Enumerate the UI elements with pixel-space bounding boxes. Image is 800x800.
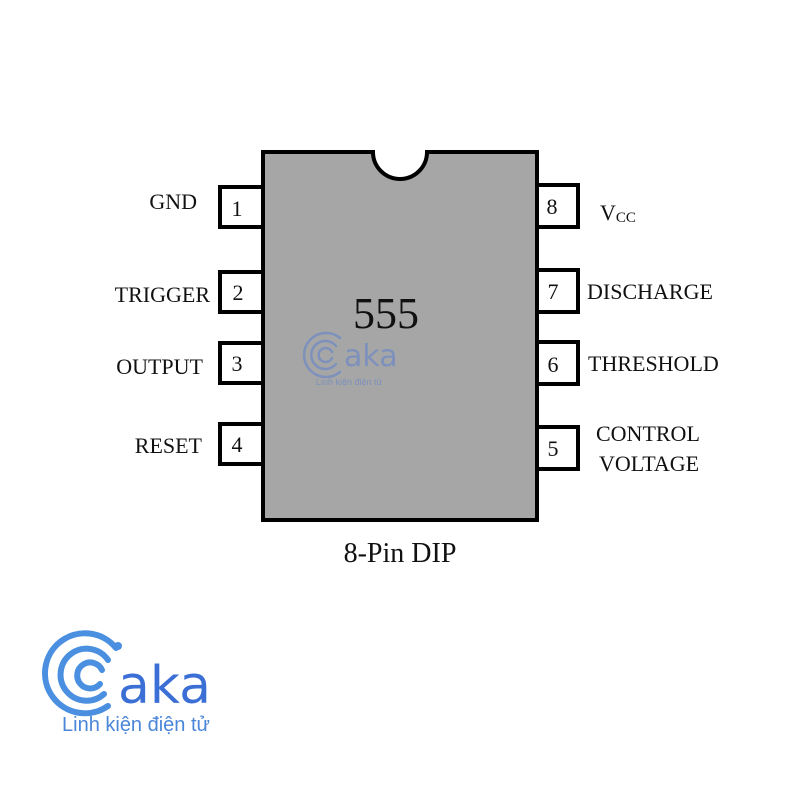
pin-8-lead — [535, 183, 580, 229]
pin-2-label: TRIGGER — [115, 282, 211, 307]
pin-7-number: 7 — [548, 279, 559, 304]
pin-4-lead — [218, 422, 265, 466]
chip-body — [261, 150, 539, 522]
watermark-word: aka — [344, 339, 398, 374]
logo-tagline: Linh kiện điện tử — [62, 714, 210, 736]
pin-3-number: 3 — [232, 351, 243, 376]
pin-5-number: 5 — [548, 436, 559, 461]
pin-8-label: VCC — [600, 200, 636, 226]
pin-4-label: RESET — [135, 433, 203, 458]
pin-6-number: 6 — [548, 352, 559, 377]
watermark-logo-icon — [302, 331, 342, 379]
pin-4-number: 4 — [232, 432, 243, 457]
pin-6-label: THRESHOLD — [588, 351, 719, 376]
pin-1-label: GND — [149, 189, 197, 214]
pin-7: 7 DISCHARGE — [535, 268, 713, 314]
pin-1: 1 GND — [149, 185, 265, 229]
pin-5-lead — [535, 425, 580, 471]
pin-2: 2 TRIGGER — [115, 270, 265, 314]
pin-3: 3 OUTPUT — [116, 341, 265, 385]
pin-5: 5 CONTROL VOLTAGE — [535, 421, 700, 476]
pin-7-lead — [535, 268, 580, 314]
pin-3-lead — [218, 341, 265, 385]
pin-6-lead — [535, 340, 580, 386]
package-label: 8-Pin DIP — [344, 538, 457, 569]
pin-2-number: 2 — [233, 280, 244, 305]
pin-2-lead — [218, 270, 265, 314]
pin-8-number: 8 — [547, 194, 558, 219]
pin-6: 6 THRESHOLD — [535, 340, 719, 386]
watermark-tagline: Linh kiện điện tử — [316, 377, 383, 387]
pin-5-label-line2: VOLTAGE — [599, 451, 699, 476]
wifi-c-logo-icon — [42, 630, 119, 717]
pin-4: 4 RESET — [135, 422, 265, 466]
pin-1-number: 1 — [232, 196, 243, 221]
chip-name: 555 — [353, 289, 419, 338]
pin-1-lead — [218, 185, 265, 229]
pin-8: 8 VCC — [535, 183, 636, 229]
pin-5-label-line1: CONTROL — [596, 421, 700, 446]
brand-logo: aka Linh kiện điện tử — [60, 630, 260, 750]
logo-dot — [114, 642, 122, 650]
pin-3-label: OUTPUT — [116, 354, 203, 379]
pin-7-label: DISCHARGE — [587, 279, 713, 304]
logo-word: aka — [118, 656, 211, 716]
